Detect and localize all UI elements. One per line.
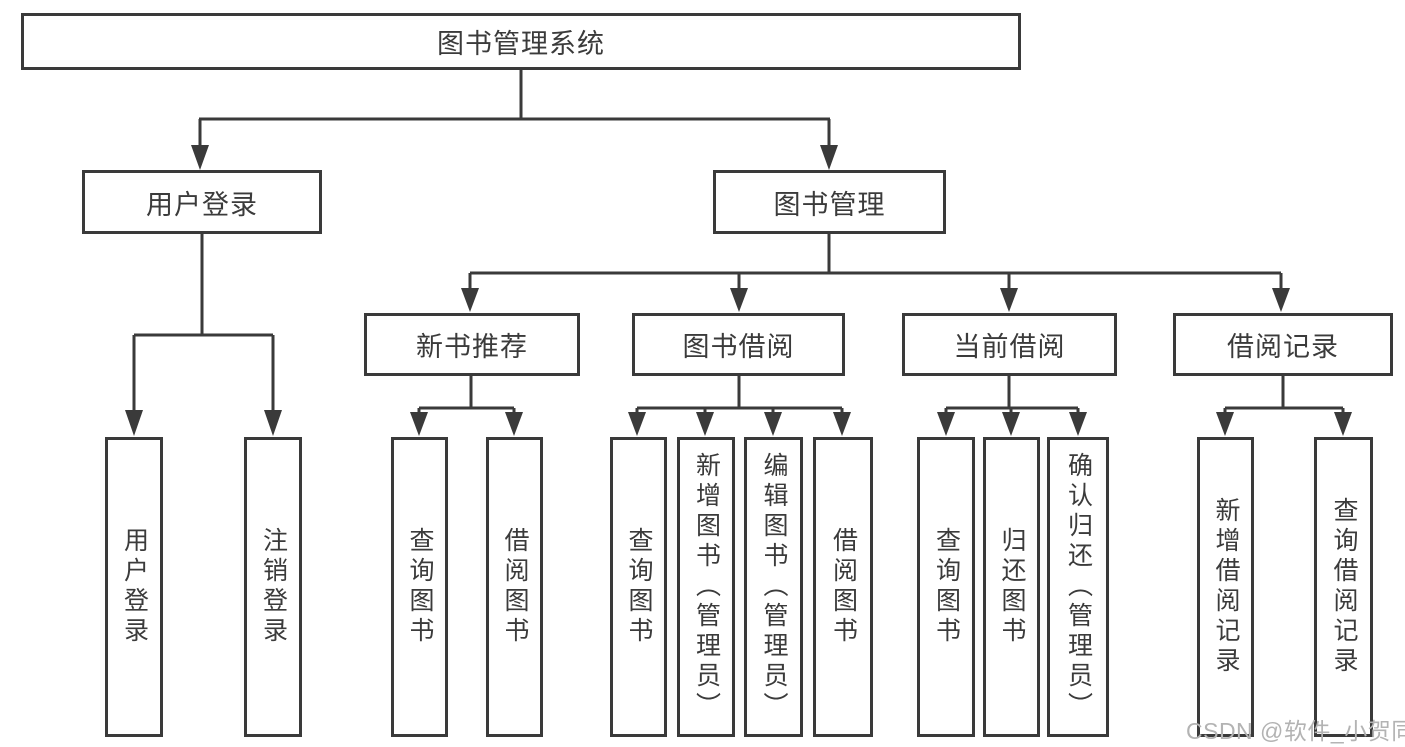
node-current-borrowing: 当前借阅	[902, 313, 1117, 376]
leaf-borrow-books: 借阅图书	[813, 437, 873, 737]
connector-book-borrow-to-leaves	[628, 375, 851, 436]
leaf-add-books-admin: 新增图书（管理员）	[677, 437, 735, 737]
node-user-login: 用户登录	[82, 170, 322, 234]
leaf-logout: 注销登录	[244, 437, 302, 737]
connector-book-mgmt-to-level3	[461, 234, 1290, 312]
leaf-query-borrow-record: 查询借阅记录	[1314, 437, 1373, 737]
leaf-rec-query-books: 查询图书	[391, 437, 448, 737]
leaf-confirm-return-admin: 确认归还（管理员）	[1047, 437, 1109, 737]
connector-root-to-level2	[191, 68, 838, 170]
connector-new-book-rec-to-leaves	[410, 375, 523, 436]
node-book-management: 图书管理	[713, 170, 946, 234]
leaf-borrow-query-books: 查询图书	[610, 437, 667, 737]
node-root-book-management-system: 图书管理系统	[21, 13, 1021, 70]
leaf-current-query-books: 查询图书	[917, 437, 975, 737]
node-book-borrowing: 图书借阅	[632, 313, 845, 376]
leaf-return-books: 归还图书	[983, 437, 1040, 737]
leaf-add-borrow-record: 新增借阅记录	[1197, 437, 1254, 737]
connector-current-borrow-to-leaves	[937, 375, 1087, 436]
leaf-edit-books-admin: 编辑图书（管理员）	[744, 437, 803, 737]
leaf-rec-borrow-books: 借阅图书	[486, 437, 543, 737]
csdn-watermark: CSDN @软件_小贺同学	[1186, 718, 1405, 744]
leaf-user-login: 用户登录	[105, 437, 163, 737]
connector-user-login-to-leaves	[125, 234, 282, 436]
node-borrowing-records: 借阅记录	[1173, 313, 1393, 376]
node-new-book-recommendation: 新书推荐	[364, 313, 580, 376]
connector-borrow-records-to-leaves	[1216, 375, 1352, 436]
